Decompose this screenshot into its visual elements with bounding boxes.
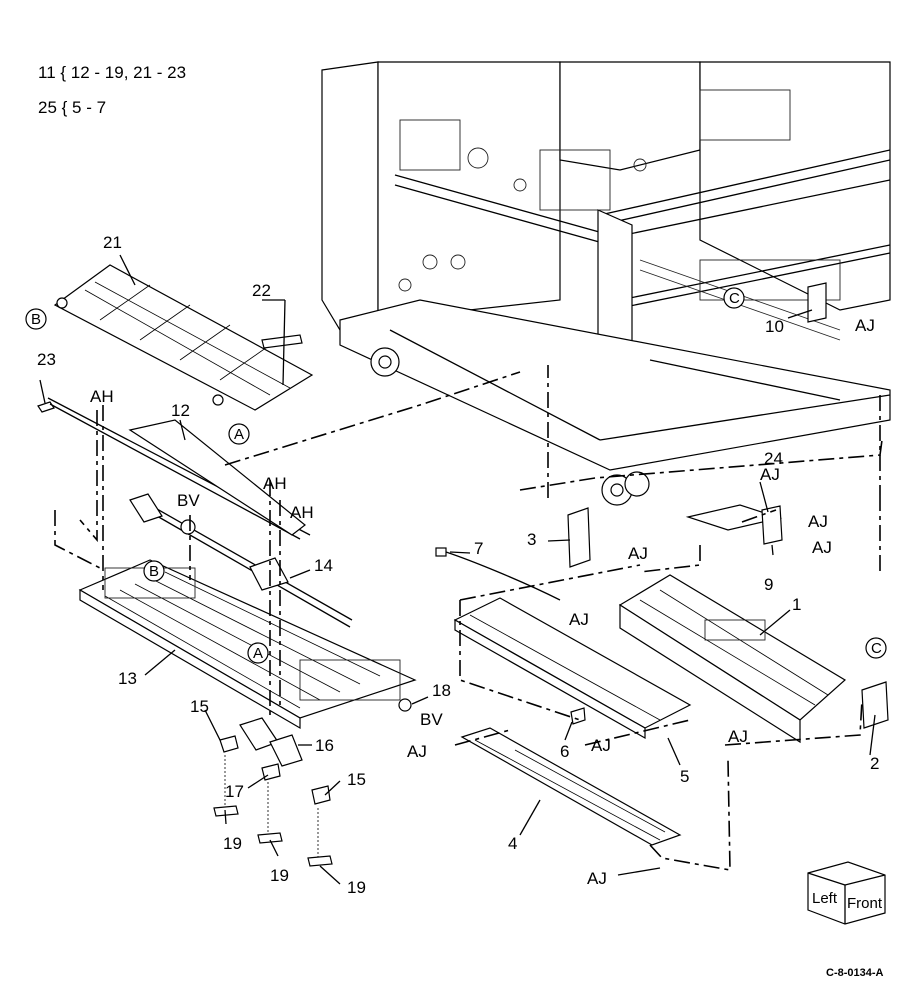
callout-7: 7 bbox=[474, 539, 483, 558]
part-6-clip bbox=[570, 707, 586, 725]
part-7-harness bbox=[435, 547, 561, 601]
svg-text:A: A bbox=[234, 426, 244, 443]
part-2-bracket bbox=[861, 681, 889, 729]
callout-21: 21 bbox=[103, 233, 122, 252]
callout-13: 13 bbox=[118, 669, 137, 688]
part-15-left-holder bbox=[219, 735, 239, 753]
callout-10: 10 bbox=[765, 317, 784, 336]
callout-22: 22 bbox=[252, 281, 271, 300]
connector-ah-2: AH bbox=[263, 474, 287, 493]
orientation-left-label: Left bbox=[812, 890, 838, 907]
connector-aj-1: AJ bbox=[855, 316, 875, 335]
svg-text:C: C bbox=[729, 290, 740, 307]
callout-1: 1 bbox=[792, 595, 801, 614]
callout-4: 4 bbox=[508, 834, 517, 853]
callout-19-right: 19 bbox=[347, 878, 366, 897]
svg-text:C: C bbox=[871, 640, 882, 657]
part-15-right-holder bbox=[311, 785, 331, 805]
callout-15-right: 15 bbox=[347, 770, 366, 789]
alignment-lines bbox=[54, 365, 883, 871]
part-21-tray-cover bbox=[53, 264, 314, 411]
circled-ref-b-bottom: B bbox=[143, 560, 165, 582]
connector-aj-8: AJ bbox=[591, 736, 611, 755]
connector-ah-3: AH bbox=[290, 503, 314, 522]
svg-text:B: B bbox=[149, 563, 159, 580]
part-14-roller bbox=[129, 493, 353, 628]
callout-18: 18 bbox=[432, 681, 451, 700]
connector-aj-3: AJ bbox=[808, 512, 828, 531]
callout-9: 9 bbox=[764, 575, 773, 594]
part-18-washer bbox=[398, 698, 412, 712]
callout-6: 6 bbox=[560, 742, 569, 761]
callout-3: 3 bbox=[527, 530, 536, 549]
callout-2: 2 bbox=[870, 754, 879, 773]
callout-17: 17 bbox=[225, 782, 244, 801]
svg-text:A: A bbox=[253, 645, 263, 662]
callout-24: 24 bbox=[764, 449, 783, 468]
circled-ref-c-top: C bbox=[723, 287, 745, 309]
circled-ref-c-right: C bbox=[865, 637, 887, 659]
connector-aj-4: AJ bbox=[812, 538, 832, 557]
callout-12: 12 bbox=[171, 401, 190, 420]
callout-23: 23 bbox=[37, 350, 56, 369]
connector-aj-10: AJ bbox=[728, 727, 748, 746]
part-5-guide bbox=[453, 597, 692, 740]
circled-ref-b-top: B bbox=[25, 308, 47, 330]
connector-aj-2: AJ bbox=[760, 465, 780, 484]
callout-19-middle: 19 bbox=[270, 866, 289, 885]
circled-ref-a-bottom: A bbox=[247, 642, 269, 664]
svg-text:B: B bbox=[31, 311, 41, 328]
connector-aj-5: AJ bbox=[628, 544, 648, 563]
part-16-rollers bbox=[239, 717, 303, 767]
part-23-clip bbox=[37, 401, 55, 413]
part-9-bracket bbox=[761, 505, 783, 545]
connector-bv-2: BV bbox=[420, 710, 443, 729]
connector-ah-1: AH bbox=[90, 387, 114, 406]
part-22-label bbox=[261, 334, 303, 349]
callout-5: 5 bbox=[680, 767, 689, 786]
part-13-tray bbox=[78, 559, 417, 730]
part-12-shaft bbox=[47, 397, 311, 540]
callout-19-left: 19 bbox=[223, 834, 242, 853]
connector-aj-9: AJ bbox=[587, 869, 607, 888]
part-4-guide bbox=[460, 727, 682, 846]
group-note-25: 25 { 5 - 7 bbox=[38, 98, 106, 117]
figure-code: C-8-0134-A bbox=[826, 967, 884, 979]
circled-ref-a-top: A bbox=[228, 423, 250, 445]
leader-lines bbox=[39, 254, 876, 885]
connector-aj-7: AJ bbox=[407, 742, 427, 761]
orientation-front-label: Front bbox=[847, 895, 883, 912]
part-3-bracket bbox=[567, 507, 591, 568]
part-1-assembly bbox=[618, 574, 847, 744]
part-19-springs bbox=[213, 755, 333, 867]
orientation-cube: Left Front bbox=[807, 861, 886, 925]
connector-bv-1: BV bbox=[177, 491, 200, 510]
callout-16: 16 bbox=[315, 736, 334, 755]
machine-frame bbox=[321, 61, 891, 506]
connector-aj-6: AJ bbox=[569, 610, 589, 629]
group-note-11: 11 { 12 - 19, 21 - 23 bbox=[38, 63, 186, 82]
callout-15-left: 15 bbox=[190, 697, 209, 716]
callout-14: 14 bbox=[314, 556, 333, 575]
